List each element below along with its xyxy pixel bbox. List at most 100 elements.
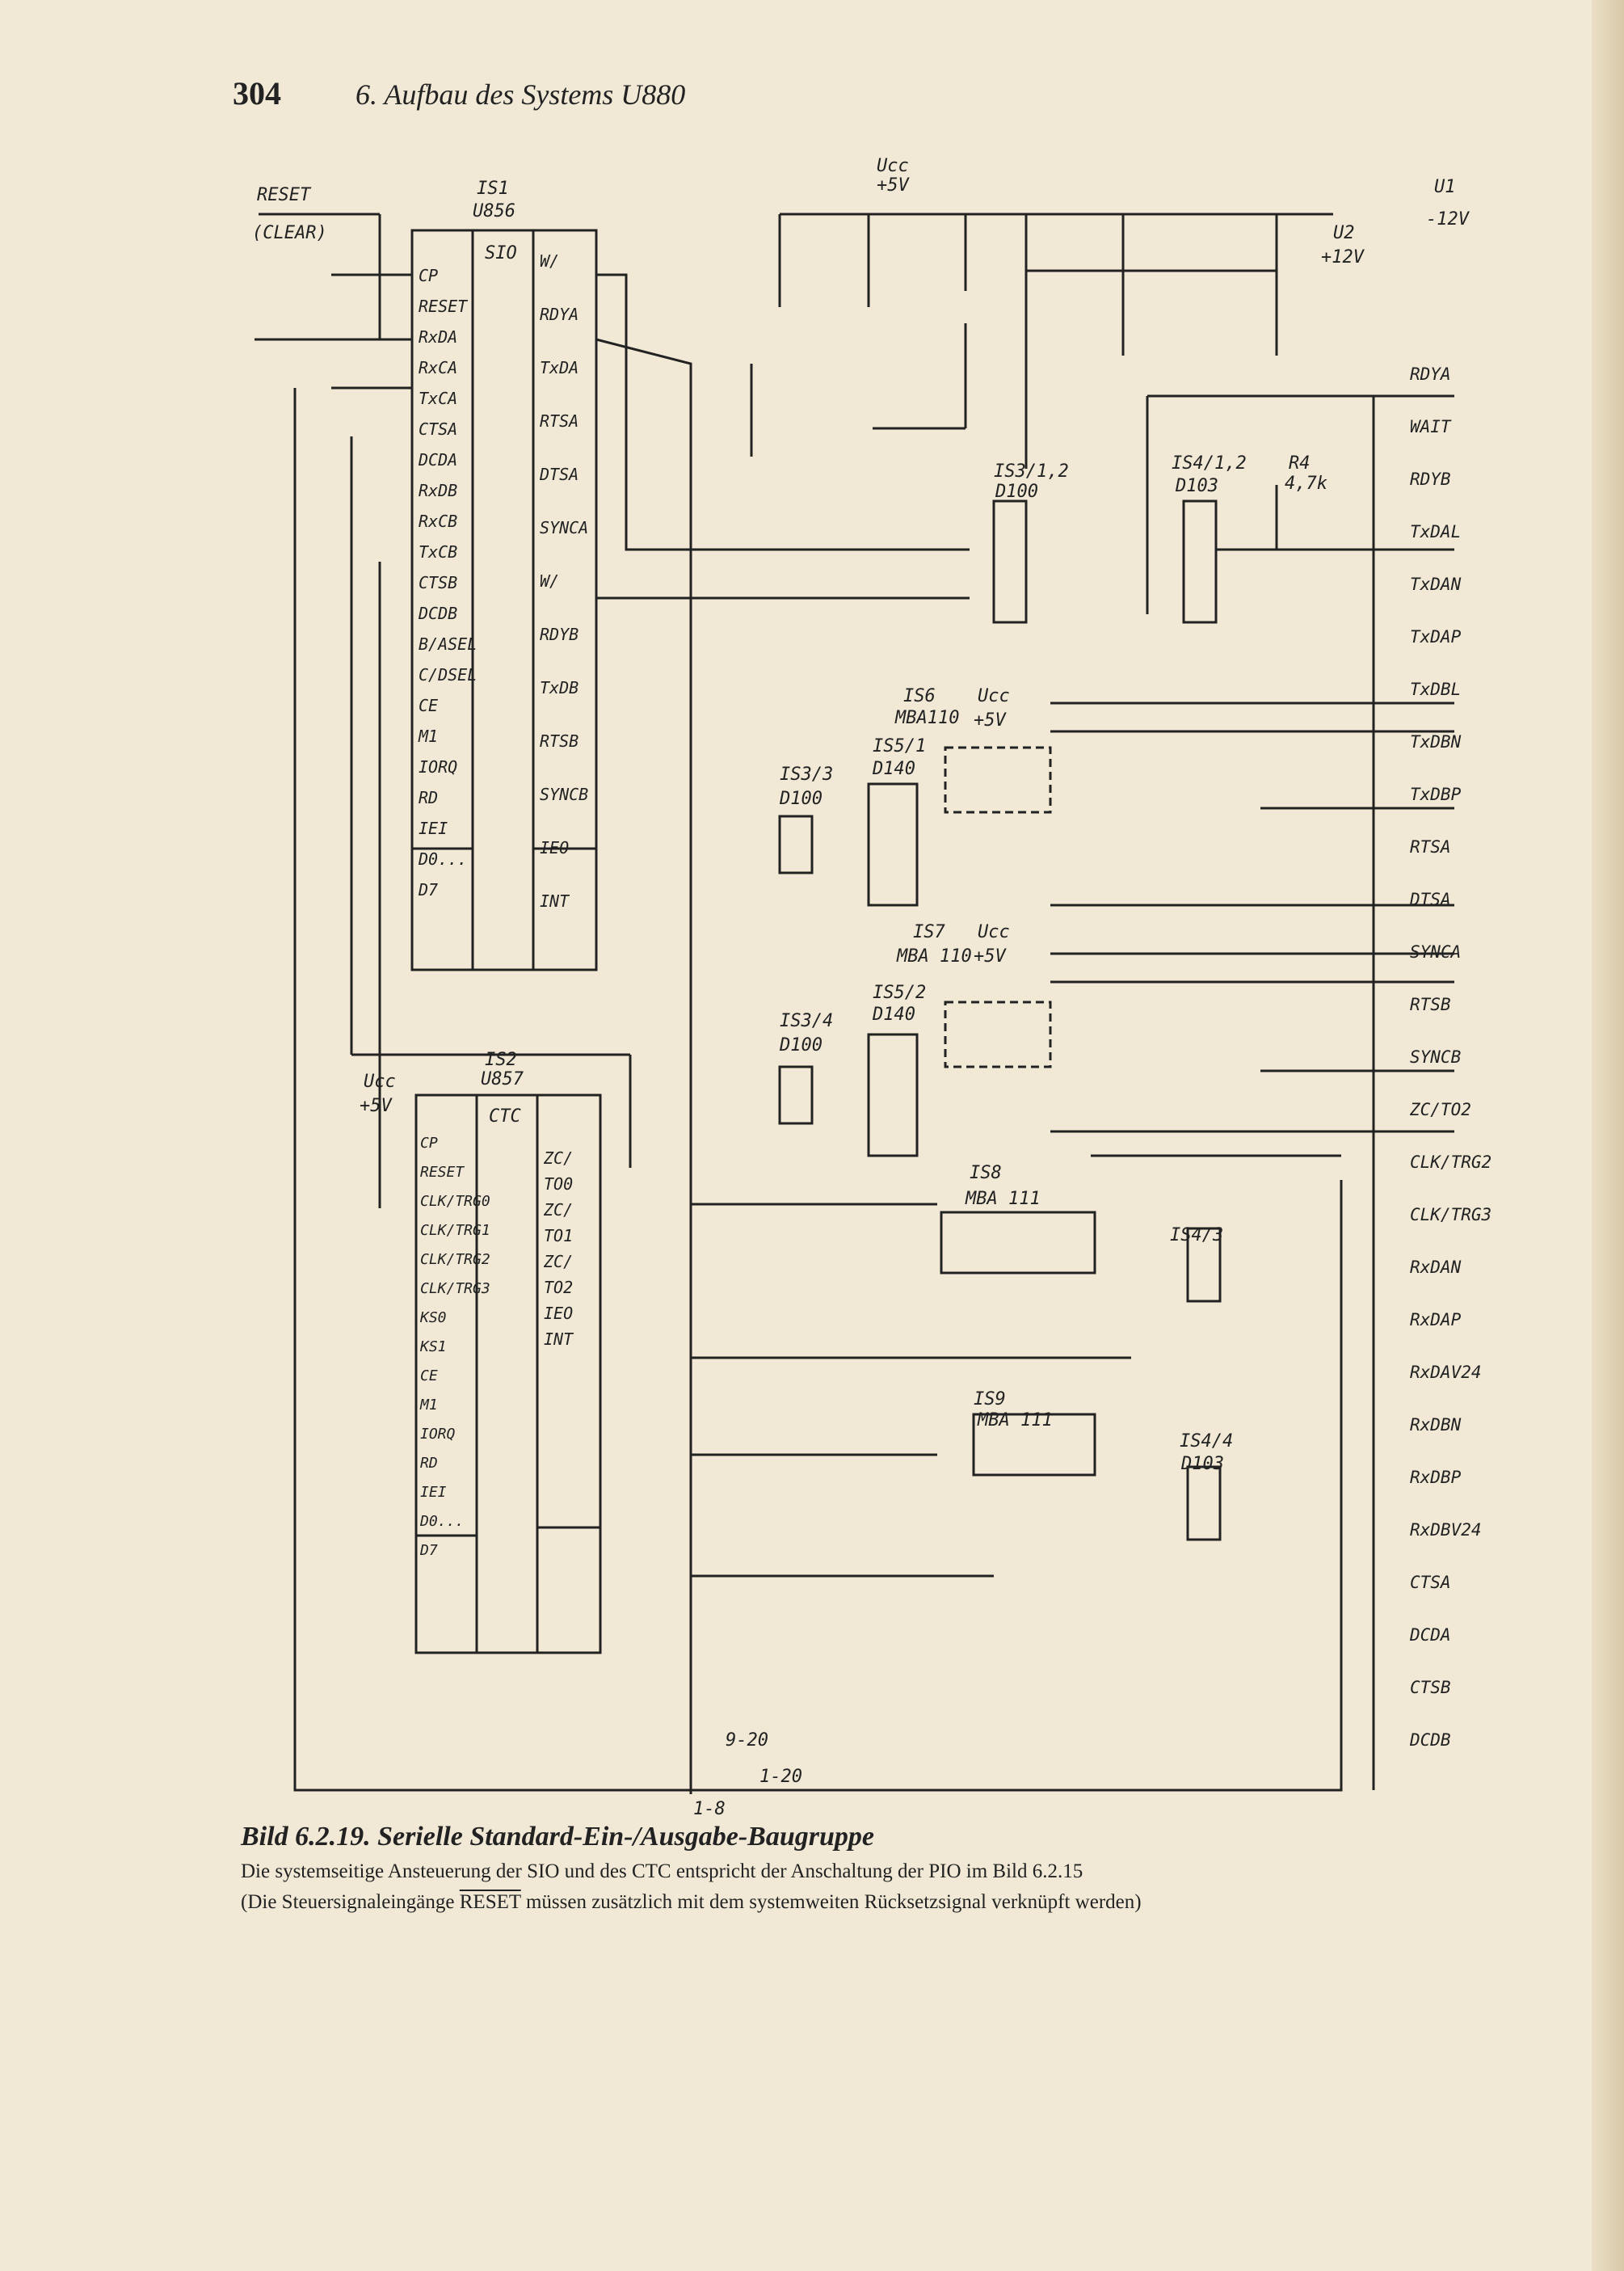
r4-name: R4 <box>1289 453 1311 474</box>
is2-pin-right-2: ZC/ <box>543 1200 573 1220</box>
right-signal-label-14: ZC/TO2 <box>1409 1100 1471 1119</box>
is1-pin-left-5: CTSA <box>419 419 457 439</box>
is2-pin-left-9: M1 <box>419 1397 438 1414</box>
is1-pin-right-4: DTSA <box>539 465 578 484</box>
is1-pin-right-2: TxDA <box>540 358 578 377</box>
is1-pin-right-7: RDYB <box>540 625 578 644</box>
is2-pin-right-7: INT <box>544 1329 574 1349</box>
right-signal-label-22: RxDBV24 <box>1410 1520 1482 1540</box>
right-signal-label-18: RxDAP <box>1410 1310 1462 1329</box>
right-signal-label-23: CTSA <box>1410 1573 1451 1592</box>
opto-is6-v: +5V <box>974 710 1007 731</box>
bus-label-1-20: 1-20 <box>759 1767 802 1787</box>
opto-is9-type: MBA 111 <box>977 1410 1053 1430</box>
right-edge-signal-labels: RDYAWAITRDYBTxDALTxDANTxDAPTxDBLTxDBNTxD… <box>1409 364 1491 1750</box>
opto-is6-type: MBA110 <box>894 708 959 728</box>
is2-pin-left-12: IEI <box>420 1484 447 1501</box>
is1-pin-left-12: B/ASEL <box>419 634 477 654</box>
is2-pin-left-14: D7 <box>419 1542 438 1559</box>
is2-func: CTC <box>489 1106 521 1127</box>
ucc-v: +5V <box>877 175 910 196</box>
is2-pin-left-5: CLK/TRG3 <box>420 1280 490 1297</box>
wires <box>255 213 1454 1794</box>
right-signal-label-1: WAIT <box>1410 417 1452 436</box>
right-signal-label-8: TxDBP <box>1410 785 1462 804</box>
bus-label-9-20: 9-20 <box>726 1730 768 1751</box>
gate-is4-4: IS4/4 <box>1180 1431 1233 1452</box>
is1-pin-left-16: IORQ <box>419 757 457 777</box>
is1-pin-left-13: C/DSEL <box>419 665 477 685</box>
is1-pin-right-10: SYNCB <box>540 785 588 804</box>
is2-pin-left-13: D0... <box>419 1513 464 1530</box>
is1-pin-left-17: RD <box>419 788 438 807</box>
bus-label-1-8: 1-8 <box>693 1799 726 1819</box>
gate-is5-1: IS5/1 <box>873 736 926 756</box>
is1-pin-left-7: RxDB <box>419 481 457 500</box>
is1-pin-left-1: RESET <box>419 297 469 316</box>
right-signal-label-16: CLK/TRG3 <box>1410 1205 1491 1224</box>
is1-pin-right-3: RTSA <box>540 411 578 431</box>
is2-pin-left-1: RESET <box>420 1164 465 1181</box>
is1-func: SIO <box>485 243 517 263</box>
is2-supply-v: +5V <box>360 1096 393 1116</box>
right-signal-label-24: DCDA <box>1409 1625 1451 1645</box>
gate-is5-2: IS5/2 <box>873 983 926 1003</box>
page-edge <box>1592 0 1624 2271</box>
is1-pin-left-20: D7 <box>418 880 438 900</box>
gate-is4-12-type: D103 <box>1175 476 1218 496</box>
is1-name: IS1 <box>477 179 509 199</box>
gate-is3-4: IS3/4 <box>780 1011 833 1031</box>
is2-type: U857 <box>481 1069 524 1089</box>
is1-pin-left-19: D0... <box>418 849 467 869</box>
is2-supply: Ucc <box>364 1072 396 1092</box>
figure-caption-line-2: (Die Steuersignaleingänge RESET müssen z… <box>241 1891 1142 1914</box>
right-signal-label-20: RxDBN <box>1410 1415 1462 1435</box>
is1-type: U856 <box>473 201 515 221</box>
is1-pin-left-2: RxDA <box>419 327 457 347</box>
is1-pin-right-11: IEO <box>540 838 569 857</box>
right-signal-label-7: TxDBN <box>1410 732 1462 752</box>
is2-pin-left-8: CE <box>420 1367 438 1384</box>
is2-pin-right-4: ZC/ <box>543 1252 573 1271</box>
is1-pin-left-14: CE <box>419 696 438 715</box>
gate-is4-4-type: D103 <box>1180 1454 1224 1474</box>
right-signal-label-2: RDYB <box>1410 470 1451 489</box>
right-signal-label-19: RxDAV24 <box>1410 1363 1482 1382</box>
page-number: 304 <box>233 75 281 112</box>
right-signal-label-0: RDYA <box>1410 364 1451 384</box>
is2-pin-right-3: TO1 <box>544 1226 573 1245</box>
opto-is7-type: MBA 110 <box>896 946 972 967</box>
u1-v: -12V <box>1426 209 1470 230</box>
right-signal-label-26: DCDB <box>1409 1730 1451 1750</box>
right-signal-label-12: RTSB <box>1410 995 1451 1014</box>
right-signal-label-4: TxDAN <box>1410 575 1462 594</box>
is1-pin-left-8: RxCB <box>419 512 457 531</box>
is2-pin-left-7: KS1 <box>419 1338 447 1355</box>
is1-left-pins: CPRESETRxDARxCATxCACTSADCDARxDBRxCBTxCBC… <box>418 266 477 900</box>
figure-caption-line-1: Die systemseitige Ansteuerung der SIO un… <box>241 1860 1083 1882</box>
opto-is7-v: +5V <box>974 946 1007 967</box>
u1-label: U1 <box>1434 177 1456 197</box>
is2-pin-right-5: TO2 <box>544 1278 573 1297</box>
text-labels: RESET (CLEAR) IS1 U856 SIO IS2 U857 CTC … <box>252 156 1470 1819</box>
gate-is4-12: IS4/1,2 <box>1172 453 1247 474</box>
opto-is8-type: MBA 111 <box>965 1189 1041 1209</box>
is1-pin-left-3: RxCA <box>419 358 457 377</box>
is2-left-pins: CPRESETCLK/TRG0CLK/TRG1CLK/TRG2CLK/TRG3K… <box>419 1135 490 1559</box>
is2-pin-left-0: CP <box>420 1135 438 1152</box>
opto-is7-supply: Ucc <box>978 922 1010 942</box>
is1-pin-left-6: DCDA <box>418 450 457 470</box>
caption-text-a: (Die Steuersignaleingänge <box>241 1891 460 1913</box>
opto-is8: IS8 <box>970 1163 1002 1183</box>
gate-is4-3: IS4/3 <box>1170 1225 1223 1245</box>
is2-pin-left-3: CLK/TRG1 <box>420 1222 490 1239</box>
right-signal-label-10: DTSA <box>1409 890 1451 909</box>
is1-pin-right-12: INT <box>540 891 570 911</box>
opto-is6-supply: Ucc <box>978 686 1010 706</box>
gate-is3-12: IS3/1,2 <box>994 461 1069 482</box>
right-signal-label-11: SYNCA <box>1410 942 1461 962</box>
is1-pin-left-10: CTSB <box>419 573 457 592</box>
opto-is7: IS7 <box>913 922 945 942</box>
